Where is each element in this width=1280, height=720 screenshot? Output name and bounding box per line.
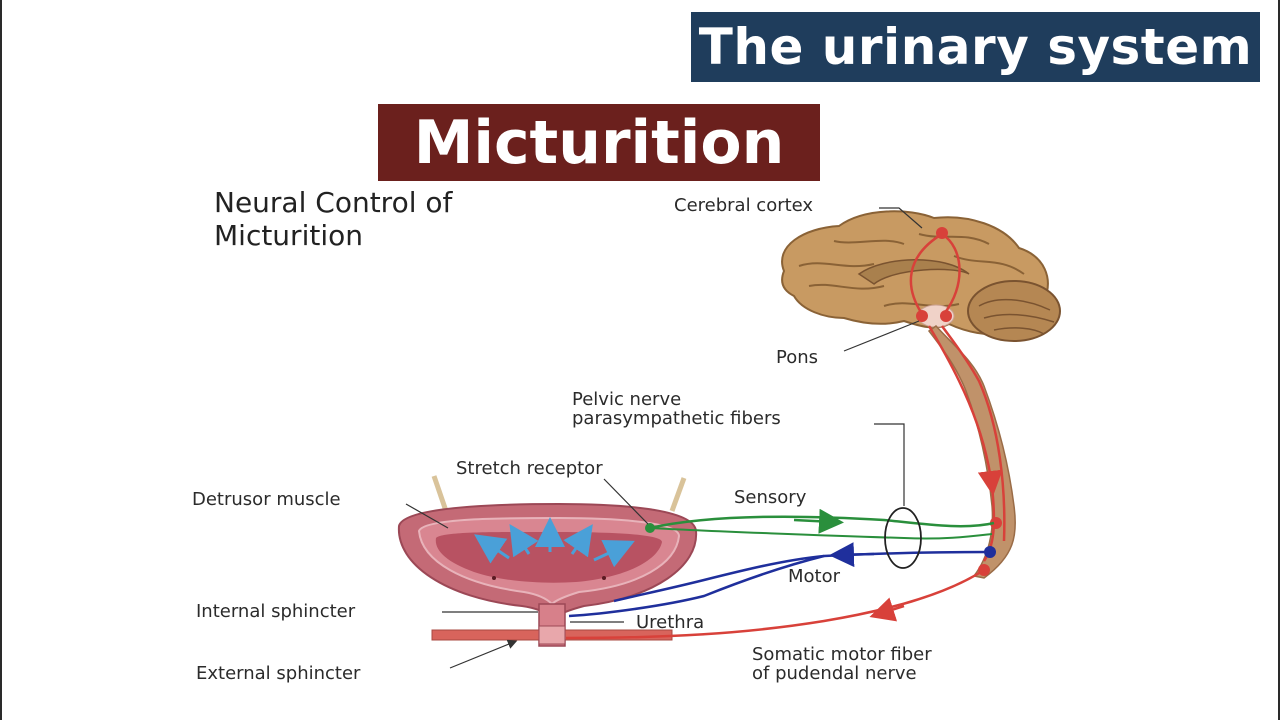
label-somatic-line2: of pudendal nerve	[752, 663, 917, 684]
figure-title: Neural Control of Micturition	[214, 186, 452, 252]
topic-banner: The urinary system	[691, 12, 1260, 82]
figure-title-line1: Neural Control of	[214, 186, 453, 219]
somatic-path	[565, 568, 985, 640]
label-somatic-line1: Somatic motor fiber	[752, 644, 932, 665]
stretch-arrows	[474, 517, 635, 568]
pelvic-nerve-bundle	[884, 507, 922, 569]
label-detrusor-muscle: Detrusor muscle	[192, 489, 341, 510]
left-frame-border	[0, 0, 2, 720]
cortex-node	[936, 227, 948, 239]
label-pelvic-nerve-line2: parasympathetic fibers	[572, 408, 781, 429]
label-urethra: Urethra	[636, 612, 705, 633]
stretch-receptor-node	[645, 523, 655, 533]
motor-path	[613, 550, 991, 603]
sensory-path	[649, 515, 995, 530]
ascending-tract	[940, 325, 1006, 542]
leader-lines	[405, 207, 923, 669]
title-banner: Micturition	[378, 104, 820, 181]
motor-path-sphincter	[568, 554, 825, 618]
diagram-drawing	[397, 207, 1061, 669]
label-motor: Motor	[788, 566, 841, 587]
spinal-cord	[927, 325, 1017, 579]
descending-tract	[927, 325, 1003, 562]
label-internal-sphincter: Internal sphincter	[196, 601, 356, 622]
label-pelvic-nerve-line1: Pelvic nerve	[572, 389, 682, 410]
pons-node-b	[940, 310, 952, 322]
cord-node-sensory	[990, 517, 1002, 529]
label-sensory: Sensory	[734, 487, 807, 508]
label-external-sphincter: External sphincter	[196, 663, 361, 684]
pons-node-a	[916, 310, 928, 322]
micturition-diagram: Neural Control of Micturition Cerebral c…	[184, 186, 1134, 692]
page-title: Micturition	[413, 107, 785, 178]
topic-title: The urinary system	[698, 18, 1253, 76]
label-pons: Pons	[776, 347, 819, 368]
label-stretch-receptor: Stretch receptor	[456, 458, 603, 479]
right-frame-border	[1278, 0, 1280, 720]
figure-title-line2: Micturition	[214, 219, 363, 252]
label-cerebral-cortex: Cerebral cortex	[674, 195, 814, 216]
